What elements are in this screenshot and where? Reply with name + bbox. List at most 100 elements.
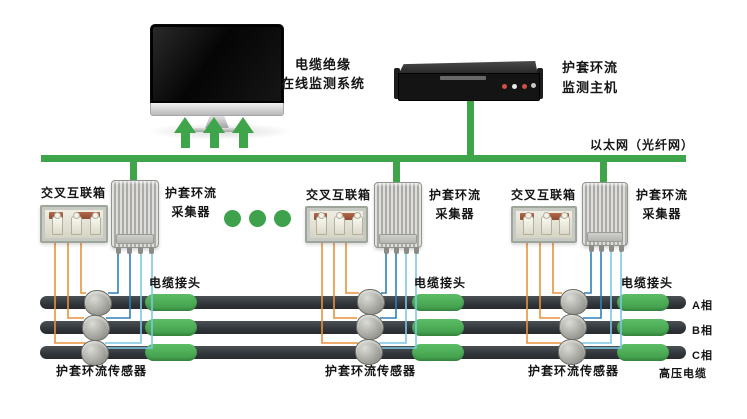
phase-label-c: C相	[692, 350, 713, 362]
collector-connector	[127, 247, 132, 254]
collector-connector	[394, 247, 399, 254]
host-label-line2: 监测主机	[562, 80, 619, 95]
sensor-clamp	[355, 313, 385, 341]
joint-label: 电缆接头	[621, 276, 674, 290]
server-rack-ear	[537, 68, 543, 99]
bus-drop-host	[467, 96, 474, 158]
collector-device	[111, 180, 159, 248]
insulator-post	[559, 212, 570, 235]
insulator-post	[316, 212, 327, 235]
cable-joint	[145, 344, 197, 361]
ethernet-label: 以太网（光纤网）	[590, 138, 695, 152]
collector-label-line1: 护套环流	[635, 188, 688, 202]
blue-wire	[584, 248, 592, 294]
collector-connector	[116, 247, 121, 254]
host-label: 护套环流 监测主机	[562, 58, 618, 98]
server-top-face	[398, 61, 538, 75]
collector-connector	[414, 247, 419, 254]
ethernet-bus-line	[41, 155, 686, 162]
bus-drop-collector-2	[393, 156, 400, 186]
busbar-red	[338, 213, 360, 220]
collector-connector	[384, 247, 389, 254]
server-led	[512, 84, 517, 89]
busbar-red	[546, 213, 569, 220]
up-arrow-icon	[203, 117, 225, 149]
cable-joint	[617, 294, 669, 311]
phase-label-b: B相	[692, 325, 713, 337]
cross-box-label: 交叉互联箱	[511, 188, 577, 202]
server-led	[522, 84, 527, 89]
collector-connector	[404, 247, 409, 254]
host-label-line1: 护套环流	[562, 60, 619, 75]
collector-connector	[599, 245, 604, 252]
insulator-post	[52, 212, 63, 235]
bus-drop-collector-3	[600, 156, 607, 186]
ellipsis-dot	[274, 210, 291, 227]
phase-label-a: A相	[692, 300, 713, 312]
sensor-clamp	[81, 314, 111, 342]
cross-box	[40, 205, 108, 243]
cross-box-inner	[310, 211, 363, 238]
collector-connector	[138, 247, 143, 254]
collector-connector	[589, 245, 594, 252]
blue-wire	[108, 250, 119, 294]
joint-label: 电缆接头	[149, 276, 202, 290]
joint-label: 电缆接头	[414, 276, 467, 290]
monitor-screen	[150, 24, 284, 104]
cross-box-label: 交叉互联箱	[41, 186, 107, 200]
insulator-post	[352, 212, 363, 235]
collector-label: 护套环流 采集器	[160, 184, 222, 222]
orange-wire	[552, 241, 562, 294]
orange-wire	[345, 241, 359, 294]
cable-joint	[412, 344, 464, 361]
collector-device	[582, 182, 628, 246]
cross-box-inner	[45, 210, 103, 238]
monitor-chin	[150, 103, 284, 116]
cross-box	[511, 206, 577, 243]
collector-connector	[609, 245, 614, 252]
cross-box-label: 交叉互联箱	[306, 188, 372, 202]
insulator-post	[523, 212, 534, 235]
sensor-clamp	[560, 289, 588, 315]
hv-cable-label: 高压电缆	[659, 368, 707, 380]
blue-wire	[381, 250, 387, 294]
cable-joint	[145, 294, 197, 311]
monitor-label: 电缆绝缘 在线监测系统	[268, 55, 378, 93]
server-rack-ear	[394, 68, 400, 99]
up-arrow-icon	[174, 117, 196, 149]
cross-box	[305, 206, 368, 243]
cable-joint	[617, 319, 669, 336]
ellipsis-dot	[249, 210, 266, 227]
collector-device	[374, 182, 422, 248]
cable-joint	[145, 319, 197, 336]
monitor-label-line2: 在线监测系统	[280, 76, 365, 91]
collector-label: 护套环流 采集器	[631, 186, 693, 224]
collector-label-line2: 采集器	[171, 205, 211, 219]
cable-joint	[617, 344, 669, 361]
collector-connector	[149, 247, 154, 254]
sensor-label: 护套环流传感器	[528, 364, 620, 378]
monitor-label-line1: 电缆绝缘	[294, 57, 351, 72]
up-arrow-icon	[232, 117, 254, 149]
orange-wire	[80, 241, 86, 294]
sensor-clamp	[84, 290, 112, 316]
cable-joint	[412, 294, 464, 311]
sensor-clamp	[357, 289, 385, 315]
server-panel-text	[440, 76, 486, 80]
collector-label-line1: 护套环流	[428, 188, 481, 202]
cable-joint	[412, 319, 464, 336]
sensor-clamp	[558, 313, 588, 341]
collector-label: 护套环流 采集器	[424, 186, 486, 224]
collector-label-line2: 采集器	[642, 207, 682, 221]
sensor-label: 护套环流传感器	[56, 364, 148, 378]
collector-connector	[619, 245, 624, 252]
insulator-post	[541, 212, 552, 235]
server-led	[502, 84, 507, 89]
collector-label-line1: 护套环流	[164, 186, 217, 200]
insulator-post	[71, 212, 82, 235]
insulator-post	[90, 212, 101, 235]
ellipsis-dot	[224, 210, 241, 227]
busbar-red	[76, 212, 100, 219]
collector-label-line2: 采集器	[435, 207, 475, 221]
